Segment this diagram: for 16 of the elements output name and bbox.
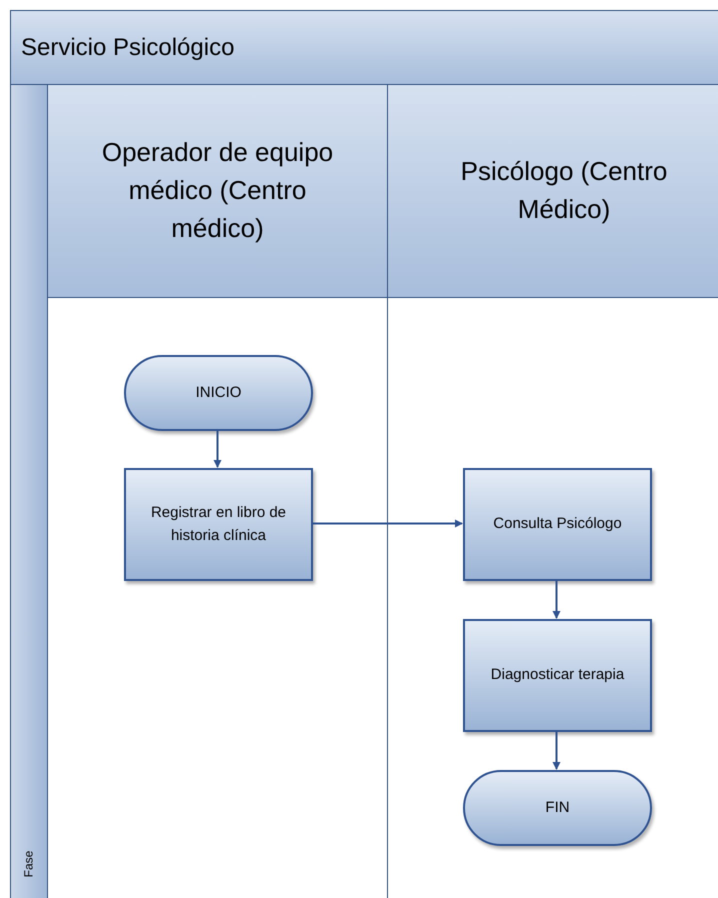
lane-header: Operador de equipo médico (Centro médico) [48,85,387,298]
arrow [214,430,222,468]
phase-band [11,85,48,898]
terminator-shape: INICIO [124,355,313,431]
process-box: Consulta Psicólogo [463,468,652,581]
arrow [312,520,463,528]
arrow [552,580,560,619]
process-box: Diagnosticar terapia [463,619,652,732]
swimlane-pool [10,10,718,898]
lane-header: Psicólogo (Centro Médico) [388,85,718,298]
process-box: Registrar en libro de historia clínica [124,468,313,581]
terminator-shape: FIN [463,770,652,846]
arrow [552,731,560,770]
swimlane [48,85,388,898]
phase-label: Fase [20,850,36,878]
pool-title: Servicio Psicológico [11,11,718,85]
